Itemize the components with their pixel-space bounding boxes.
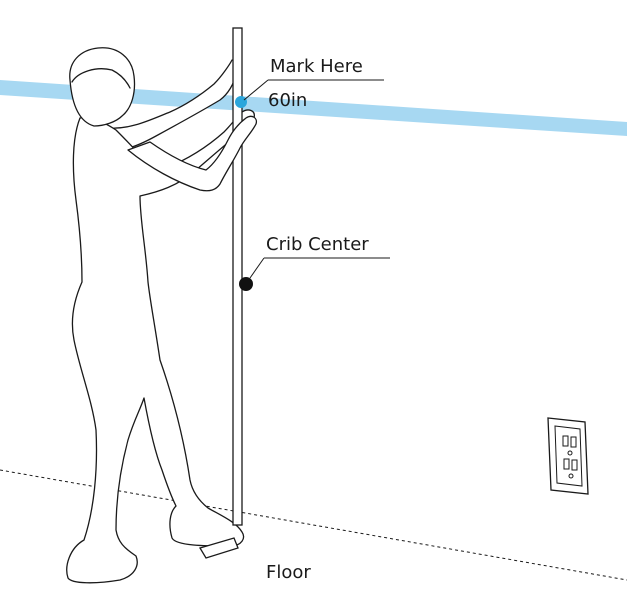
mark-here-leader: [244, 80, 268, 100]
floor-label: Floor: [266, 562, 311, 583]
person-body: [67, 110, 255, 583]
person-head: [70, 48, 135, 126]
crib-center-dot: [239, 277, 253, 291]
mark-here-label: Mark Here: [270, 56, 363, 77]
mark-dot: [235, 96, 247, 108]
crib-center-label: Crib Center: [266, 234, 369, 255]
wall-outlet-icon: [548, 418, 588, 494]
height-label: 60in: [268, 90, 307, 111]
crib-center-leader: [250, 258, 264, 278]
